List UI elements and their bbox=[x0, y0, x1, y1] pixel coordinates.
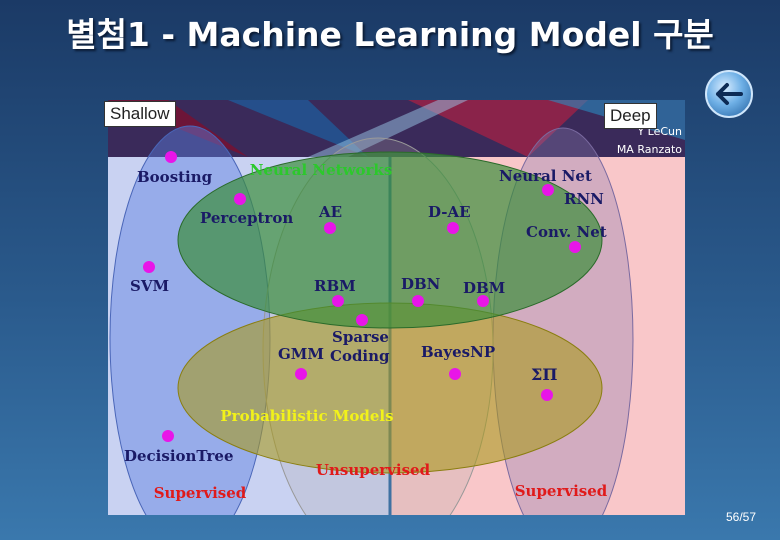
model-label-sigma-pi: ΣΠ bbox=[531, 365, 557, 384]
model-label-coding: Coding bbox=[330, 347, 390, 365]
model-dot-dbn bbox=[412, 295, 424, 307]
model-dot-conv-net bbox=[569, 241, 581, 253]
back-button[interactable] bbox=[705, 70, 753, 118]
model-dot-bayesnp bbox=[449, 368, 461, 380]
model-label-d-ae: D-AE bbox=[428, 203, 471, 221]
model-label-dbn: DBN bbox=[401, 275, 441, 293]
model-label-perceptron: Perceptron bbox=[200, 209, 293, 227]
probabilistic-models-label: Probabilistic Models bbox=[220, 407, 393, 425]
model-diagram: Y LeCun MA Ranzato Neural Networks Proba… bbox=[108, 100, 685, 515]
deep-label: Deep bbox=[604, 103, 657, 129]
model-label-neural-net: Neural Net bbox=[499, 167, 592, 185]
unsupervised-label: Unsupervised bbox=[316, 461, 431, 479]
model-label-svm: SVM bbox=[130, 277, 169, 295]
model-label-ae: AE bbox=[318, 203, 342, 221]
model-dot-decision-tree bbox=[162, 430, 174, 442]
page-number: 56/57 bbox=[726, 510, 757, 524]
model-dot-neural-net bbox=[542, 184, 554, 196]
model-label-bayesnp: BayesNP bbox=[421, 343, 495, 361]
model-label-rnn: RNN bbox=[564, 190, 604, 208]
slide-title: 별첨1 - Machine Learning Model 구분 bbox=[66, 15, 714, 54]
model-dot-rbm bbox=[332, 295, 344, 307]
model-dot-sigma-pi bbox=[541, 389, 553, 401]
model-dot-gmm bbox=[295, 368, 307, 380]
model-label-gmm: GMM bbox=[278, 345, 324, 363]
model-dot-svm bbox=[143, 261, 155, 273]
model-label-conv-net: Conv. Net bbox=[526, 223, 607, 241]
back-arrow-icon bbox=[716, 83, 743, 105]
model-dot-dbm bbox=[477, 295, 489, 307]
model-label-decision-tree: DecisionTree bbox=[124, 447, 234, 465]
model-dot-sparse-coding bbox=[356, 314, 368, 326]
model-dot-boosting bbox=[165, 151, 177, 163]
model-dot-d-ae bbox=[447, 222, 459, 234]
model-label-dbm: DBM bbox=[463, 279, 505, 297]
model-label-rbm: RBM bbox=[314, 277, 356, 295]
model-label-sparse: Sparse bbox=[332, 328, 389, 346]
model-label-boosting: Boosting bbox=[137, 168, 213, 186]
neural-networks-region bbox=[177, 151, 603, 329]
model-dot-perceptron bbox=[234, 193, 246, 205]
neural-networks-label: Neural Networks bbox=[250, 161, 393, 179]
credit-ranzato: MA Ranzato bbox=[617, 143, 682, 156]
shallow-label: Shallow bbox=[104, 101, 176, 127]
supervised-deep-label: Supervised bbox=[515, 482, 608, 500]
supervised-shallow-label: Supervised bbox=[154, 484, 247, 502]
model-dot-ae bbox=[324, 222, 336, 234]
